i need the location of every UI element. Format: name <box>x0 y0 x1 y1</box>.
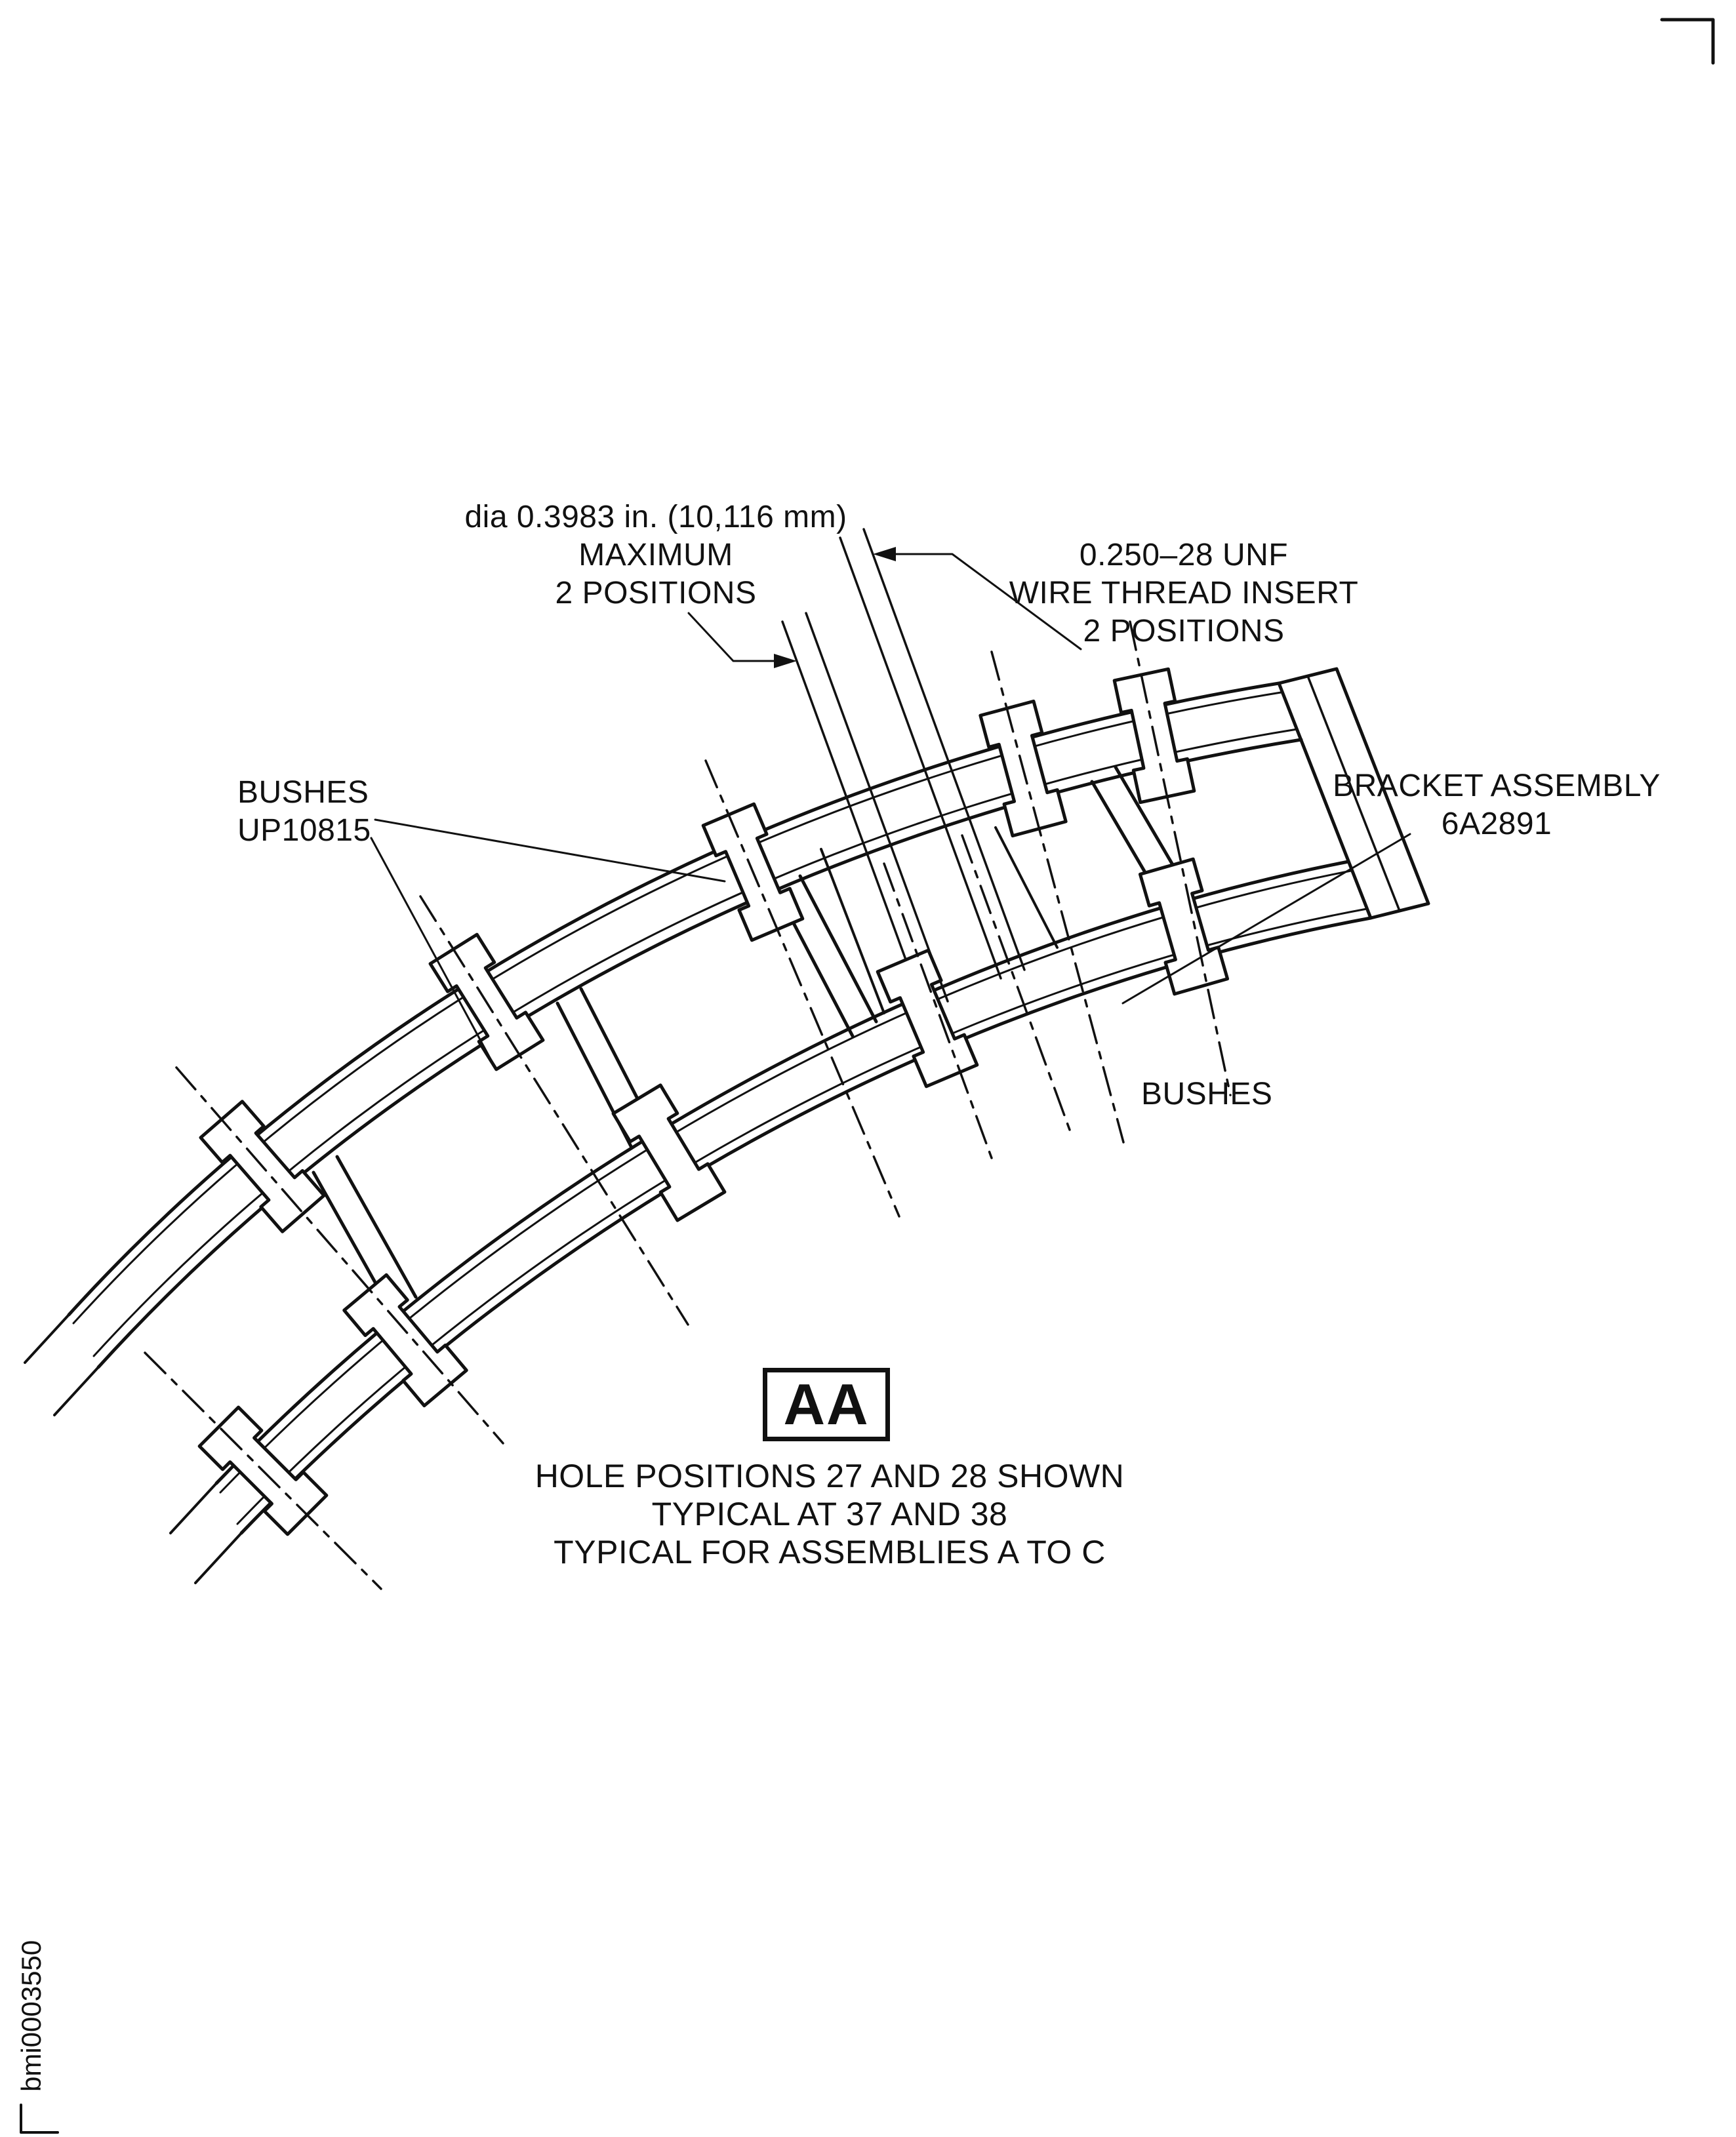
centerline <box>990 650 1125 1144</box>
end-plate-mid-line <box>1306 675 1401 912</box>
outer-rail-outer-edge <box>67 681 1281 1317</box>
insert-leader-line <box>895 553 1082 650</box>
bush <box>344 1275 466 1406</box>
bush <box>613 1085 725 1220</box>
callout-hole-diameter: dia 0.3983 in. (10,116 mm) MAXIMUM 2 POS… <box>367 498 944 612</box>
centerline <box>419 895 689 1326</box>
hole-centerline <box>883 862 996 1167</box>
figure-caption: HOLE POSITIONS 27 AND 28 SHOWN TYPICAL A… <box>469 1457 1190 1571</box>
callout-bushes-left-line2: UP10815 <box>237 813 371 848</box>
centerline <box>175 1066 504 1445</box>
dimension-annotations <box>687 547 1082 668</box>
figure-caption-line1: HOLE POSITIONS 27 AND 28 SHOWN <box>535 1458 1125 1494</box>
bushes-leader-1 <box>374 818 726 883</box>
callout-thread-insert-line2: WIRE THREAD INSERT <box>1009 576 1359 610</box>
centerline <box>1129 620 1232 1096</box>
figure-caption-line3: TYPICAL FOR ASSEMBLIES A TO C <box>554 1534 1106 1570</box>
callout-bushes-left: BUSHES UP10815 <box>237 774 371 850</box>
dia-leader-line <box>687 612 775 662</box>
hole-centerline <box>961 834 1074 1138</box>
centerlines <box>144 620 1232 1590</box>
outer-rail-inner-detail-line <box>92 728 1299 1357</box>
callout-bracket-assembly-line1: BRACKET ASSEMBLY <box>1333 769 1661 803</box>
rail-tails <box>24 1313 243 1584</box>
hole-extension-lines <box>781 528 1026 1011</box>
callout-bracket-assembly-line2: 6A2891 <box>1441 807 1552 841</box>
dia-arrowhead <box>774 654 797 668</box>
callout-thread-insert-line3: 2 POSITIONS <box>1083 614 1285 649</box>
callout-thread-insert-line1: 0.250–28 UNF <box>1079 538 1289 572</box>
callout-hole-diameter-line1: dia 0.3983 in. (10,116 mm) <box>464 500 847 534</box>
insert-arrowhead <box>873 547 896 561</box>
view-marker-box: AA <box>763 1368 890 1441</box>
leader-lines <box>370 818 1411 1069</box>
end-plate-outline <box>1277 667 1430 920</box>
callout-bracket-assembly: BRACKET ASSEMBLY 6A2891 <box>1333 767 1661 843</box>
callout-bushes-right-line1: BUSHES <box>1141 1077 1273 1111</box>
corner-mark-bottom-left <box>20 2104 59 2134</box>
bush <box>1140 859 1227 994</box>
callout-bushes-right: BUSHES <box>1141 1075 1272 1113</box>
bracket-edge-lines <box>820 826 1059 1014</box>
centerline <box>144 1351 382 1590</box>
outer-rail-inner-edge <box>96 738 1303 1369</box>
bracket-leader <box>1121 833 1411 1005</box>
callout-hole-diameter-line2: MAXIMUM <box>578 538 733 572</box>
bushes-leader-2 <box>370 837 496 1069</box>
centerline <box>704 759 900 1218</box>
corner-mark-top-right <box>1660 18 1715 65</box>
end-plate <box>1277 667 1430 920</box>
callout-bushes-left-line1: BUSHES <box>237 775 369 810</box>
figure-number: bmi0003550 <box>16 1940 47 2092</box>
callout-hole-diameter-line3: 2 POSITIONS <box>555 576 757 610</box>
view-marker-label: AA <box>783 1372 870 1437</box>
callout-thread-insert: 0.250–28 UNF WIRE THREAD INSERT 2 POSITI… <box>921 536 1446 650</box>
outer-rail <box>67 681 1303 1369</box>
outer-rail-detail-line <box>72 691 1282 1325</box>
figure-caption-line2: TYPICAL AT 37 AND 38 <box>651 1496 1008 1532</box>
